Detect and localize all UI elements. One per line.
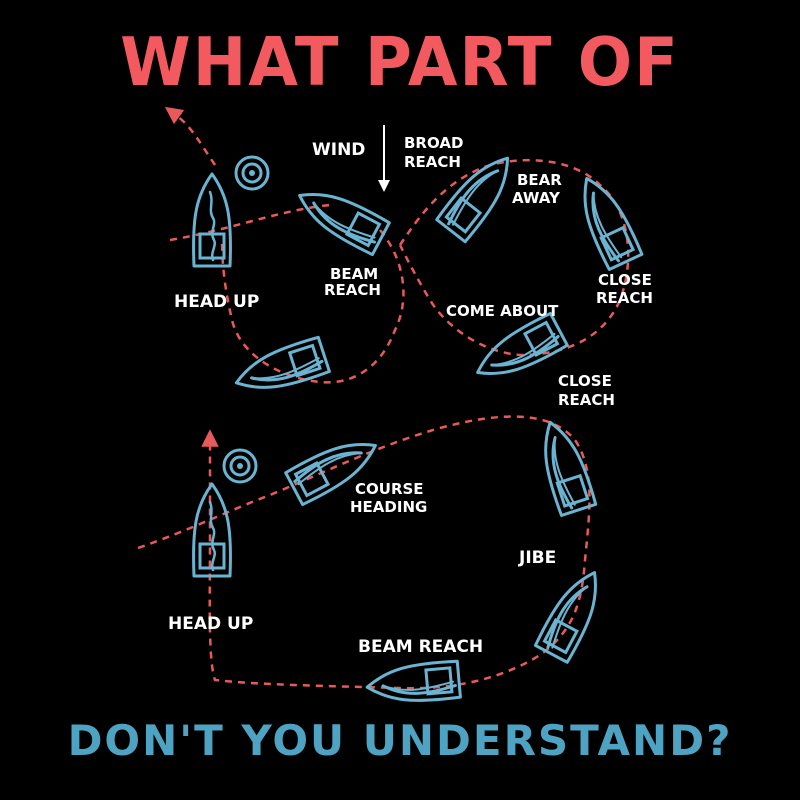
- label-close-reach-mid-2: REACH: [558, 391, 615, 409]
- label-come-about: COME ABOUT: [446, 302, 559, 320]
- sailboat-icon: [533, 562, 613, 665]
- course-path-top-start: [169, 203, 331, 242]
- label-bear-away: BEAR: [517, 171, 562, 189]
- label-head-up-top: HEAD UP: [174, 292, 259, 312]
- label-wind: WIND: [312, 140, 365, 160]
- buoy-icon: [234, 155, 270, 191]
- label-course-heading-2: HEADING: [350, 498, 427, 516]
- label-jibe: JIBE: [518, 548, 556, 568]
- sailboat-icon: [364, 659, 462, 708]
- sailboat-icon: [192, 172, 232, 268]
- label-course-heading: COURSE: [355, 480, 424, 498]
- label-beam-reach-top: BEAM: [330, 265, 378, 283]
- label-beam-reach-top-2: REACH: [324, 281, 381, 299]
- label-broad-reach-2: REACH: [404, 153, 461, 171]
- course-path-bottom: [137, 415, 591, 690]
- label-close-reach-right-2: REACH: [596, 289, 653, 307]
- sailboat-icon: [568, 169, 644, 272]
- label-close-reach-right: CLOSE: [598, 271, 652, 289]
- label-beam-reach-bottom: BEAM REACH: [358, 637, 483, 657]
- course-path-top: [164, 106, 217, 166]
- label-head-up-bottom: HEAD UP: [168, 614, 253, 634]
- sailboat-icon: [192, 482, 232, 578]
- label-bear-away-2: AWAY: [512, 189, 561, 207]
- buoy-icon: [222, 448, 258, 484]
- label-close-reach-mid: CLOSE: [558, 372, 612, 390]
- sailboat-icon: [467, 311, 570, 391]
- sailboat-icon: [289, 177, 392, 257]
- page-subtitle: DON'T YOU UNDERSTAND?: [67, 716, 733, 765]
- page-title: WHAT PART OF: [120, 24, 680, 102]
- label-broad-reach: BROAD: [404, 134, 463, 152]
